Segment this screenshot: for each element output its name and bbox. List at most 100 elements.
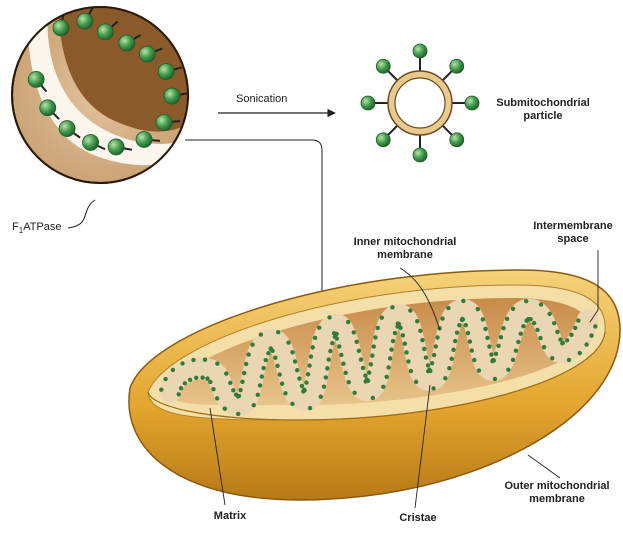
cristae-particle — [228, 381, 232, 385]
f1-knob-icon — [361, 96, 375, 110]
cristae-particle — [163, 377, 167, 381]
submitochondrial-line2: particle — [484, 110, 602, 123]
cristae-particle — [496, 344, 500, 348]
intermembrane-space-label: Intermembrane space — [523, 220, 623, 246]
cristae-particle — [499, 335, 503, 339]
cristae-particle — [501, 326, 505, 330]
cristae-particle — [491, 358, 495, 362]
cristae-particle — [464, 323, 468, 327]
cristae-particle — [290, 402, 294, 406]
cristae-particle — [238, 388, 242, 392]
submitochondrial-particle — [361, 44, 479, 162]
cristae-particle — [203, 358, 207, 362]
cristae-particle — [306, 372, 310, 376]
zoom-f1-knob-icon — [119, 35, 135, 51]
cristae-particle — [381, 385, 385, 389]
cristae-particle — [307, 363, 311, 367]
cristae-particle — [511, 358, 515, 362]
f1-suffix: ATPase — [23, 221, 61, 233]
cristae-particle — [435, 335, 439, 339]
cristae-particle — [369, 362, 373, 366]
cristae-particle — [401, 333, 405, 337]
cristae-particle — [547, 312, 551, 316]
cristae-particle — [569, 333, 573, 337]
cristae-particle — [300, 384, 304, 388]
cristae-particle — [330, 341, 334, 345]
cristae-particle — [468, 339, 472, 343]
cristae-particle — [431, 386, 435, 390]
cristae-particle — [422, 347, 426, 351]
zoom-f1-knob-icon — [77, 13, 93, 29]
cristae-particle — [584, 342, 588, 346]
cristae-particle — [236, 394, 240, 398]
cristae-particle — [511, 307, 515, 311]
intermembrane-line1: Intermembrane — [523, 220, 623, 233]
cristae-particle — [246, 352, 250, 356]
cristae-particle — [446, 306, 450, 310]
cristae-particle — [404, 350, 408, 354]
cristae-particle — [494, 352, 498, 356]
cristae-particle — [208, 380, 212, 384]
f1-knob-icon — [376, 133, 390, 147]
cristae-particle — [365, 377, 369, 381]
submitochondrial-label: Submitochondrial particle — [484, 97, 602, 123]
cristae-particle — [573, 326, 577, 330]
f1-prefix: F — [12, 221, 19, 233]
cristae-particle — [493, 377, 497, 381]
cristae-particle — [347, 380, 351, 384]
cristae-particle — [211, 387, 215, 391]
cristae-particle — [313, 336, 317, 340]
cristae-particle — [426, 363, 430, 367]
cristae-particle — [286, 340, 290, 344]
cristae-particle — [376, 326, 380, 330]
zoom-f1-knob-icon — [158, 64, 174, 80]
f1-knob-icon — [413, 44, 427, 58]
cristae-particle — [352, 391, 356, 395]
cristae-particle — [363, 373, 367, 377]
cristae-particle — [455, 331, 459, 335]
cristae-particle — [516, 340, 520, 344]
cristae-particle — [341, 361, 345, 365]
cristae-particle — [183, 381, 187, 385]
cristae-particle — [489, 352, 493, 356]
cristae-particle — [487, 344, 491, 348]
cristae-particle — [290, 350, 294, 354]
cristae-particle — [418, 329, 422, 333]
zoom-f1-knob-icon — [97, 24, 113, 40]
cristae-particle — [555, 330, 559, 334]
cristae-particle — [308, 406, 312, 410]
cristae-particle — [259, 332, 263, 336]
cristae-particle — [180, 361, 184, 365]
f1-knob-icon — [376, 59, 390, 73]
cristae-particle — [236, 412, 240, 416]
magnified-membrane-view — [12, 5, 210, 183]
cristae-particle — [589, 333, 593, 337]
cristae-particle — [223, 406, 227, 410]
cristae-particle — [302, 388, 306, 392]
cristae-particle — [432, 353, 436, 357]
cristae-particle — [524, 299, 528, 303]
cristae-particle — [398, 326, 402, 330]
f1-knob-icon — [450, 133, 464, 147]
cristae-particle — [420, 338, 424, 342]
cristae-particle — [324, 375, 328, 379]
cristae-particle — [240, 380, 244, 384]
cristae-particle — [328, 349, 332, 353]
cristae-particle — [337, 344, 341, 348]
cristae-particle — [576, 318, 580, 322]
cristae-particle — [335, 336, 339, 340]
f1-knob-icon — [450, 59, 464, 73]
zoom-f1-knob-icon — [139, 46, 155, 62]
cristae-particle — [332, 331, 336, 335]
cristae-particle — [449, 357, 453, 361]
outer-membrane-line1: Outer mitochondrial — [493, 480, 621, 493]
cristae-particle — [327, 357, 331, 361]
cristae-particle — [215, 396, 219, 400]
zoom-f1-knob-icon — [136, 131, 152, 147]
cristae-particle — [258, 383, 262, 387]
cristae-particle — [552, 321, 556, 325]
cristae-particle — [359, 357, 363, 361]
particle-stalk — [387, 70, 397, 80]
